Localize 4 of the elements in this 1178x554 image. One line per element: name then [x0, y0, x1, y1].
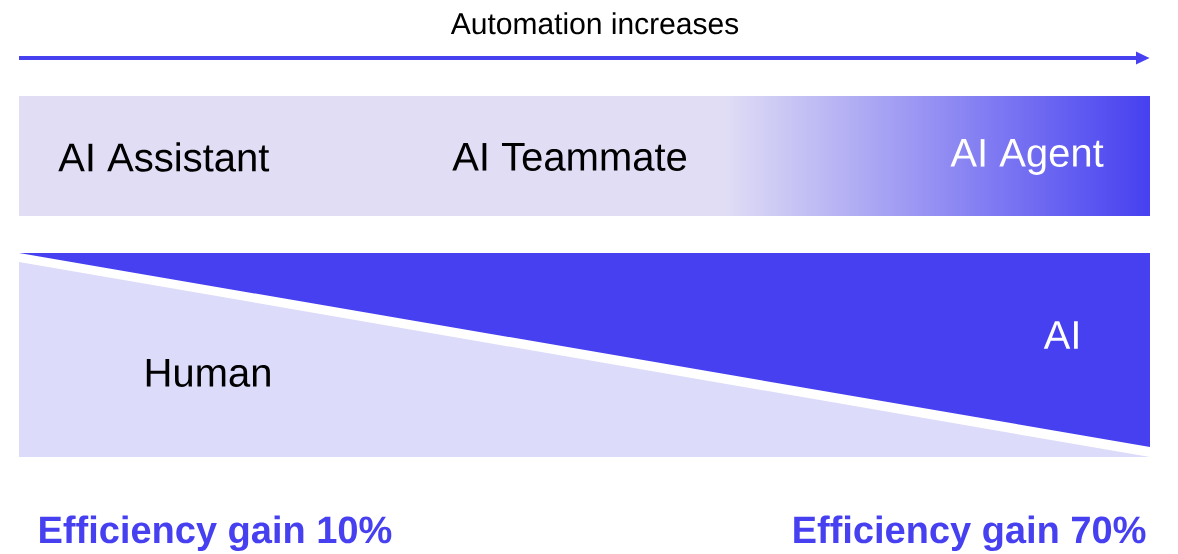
efficiency-label: Efficiency gain 10% [40, 515, 392, 552]
level-band: AI Assistant AI Teammate AI Agent [19, 96, 1150, 216]
axis-label: Automation increases [450, 12, 739, 35]
efficiency-label: Efficiency gain 70% [794, 515, 1146, 552]
